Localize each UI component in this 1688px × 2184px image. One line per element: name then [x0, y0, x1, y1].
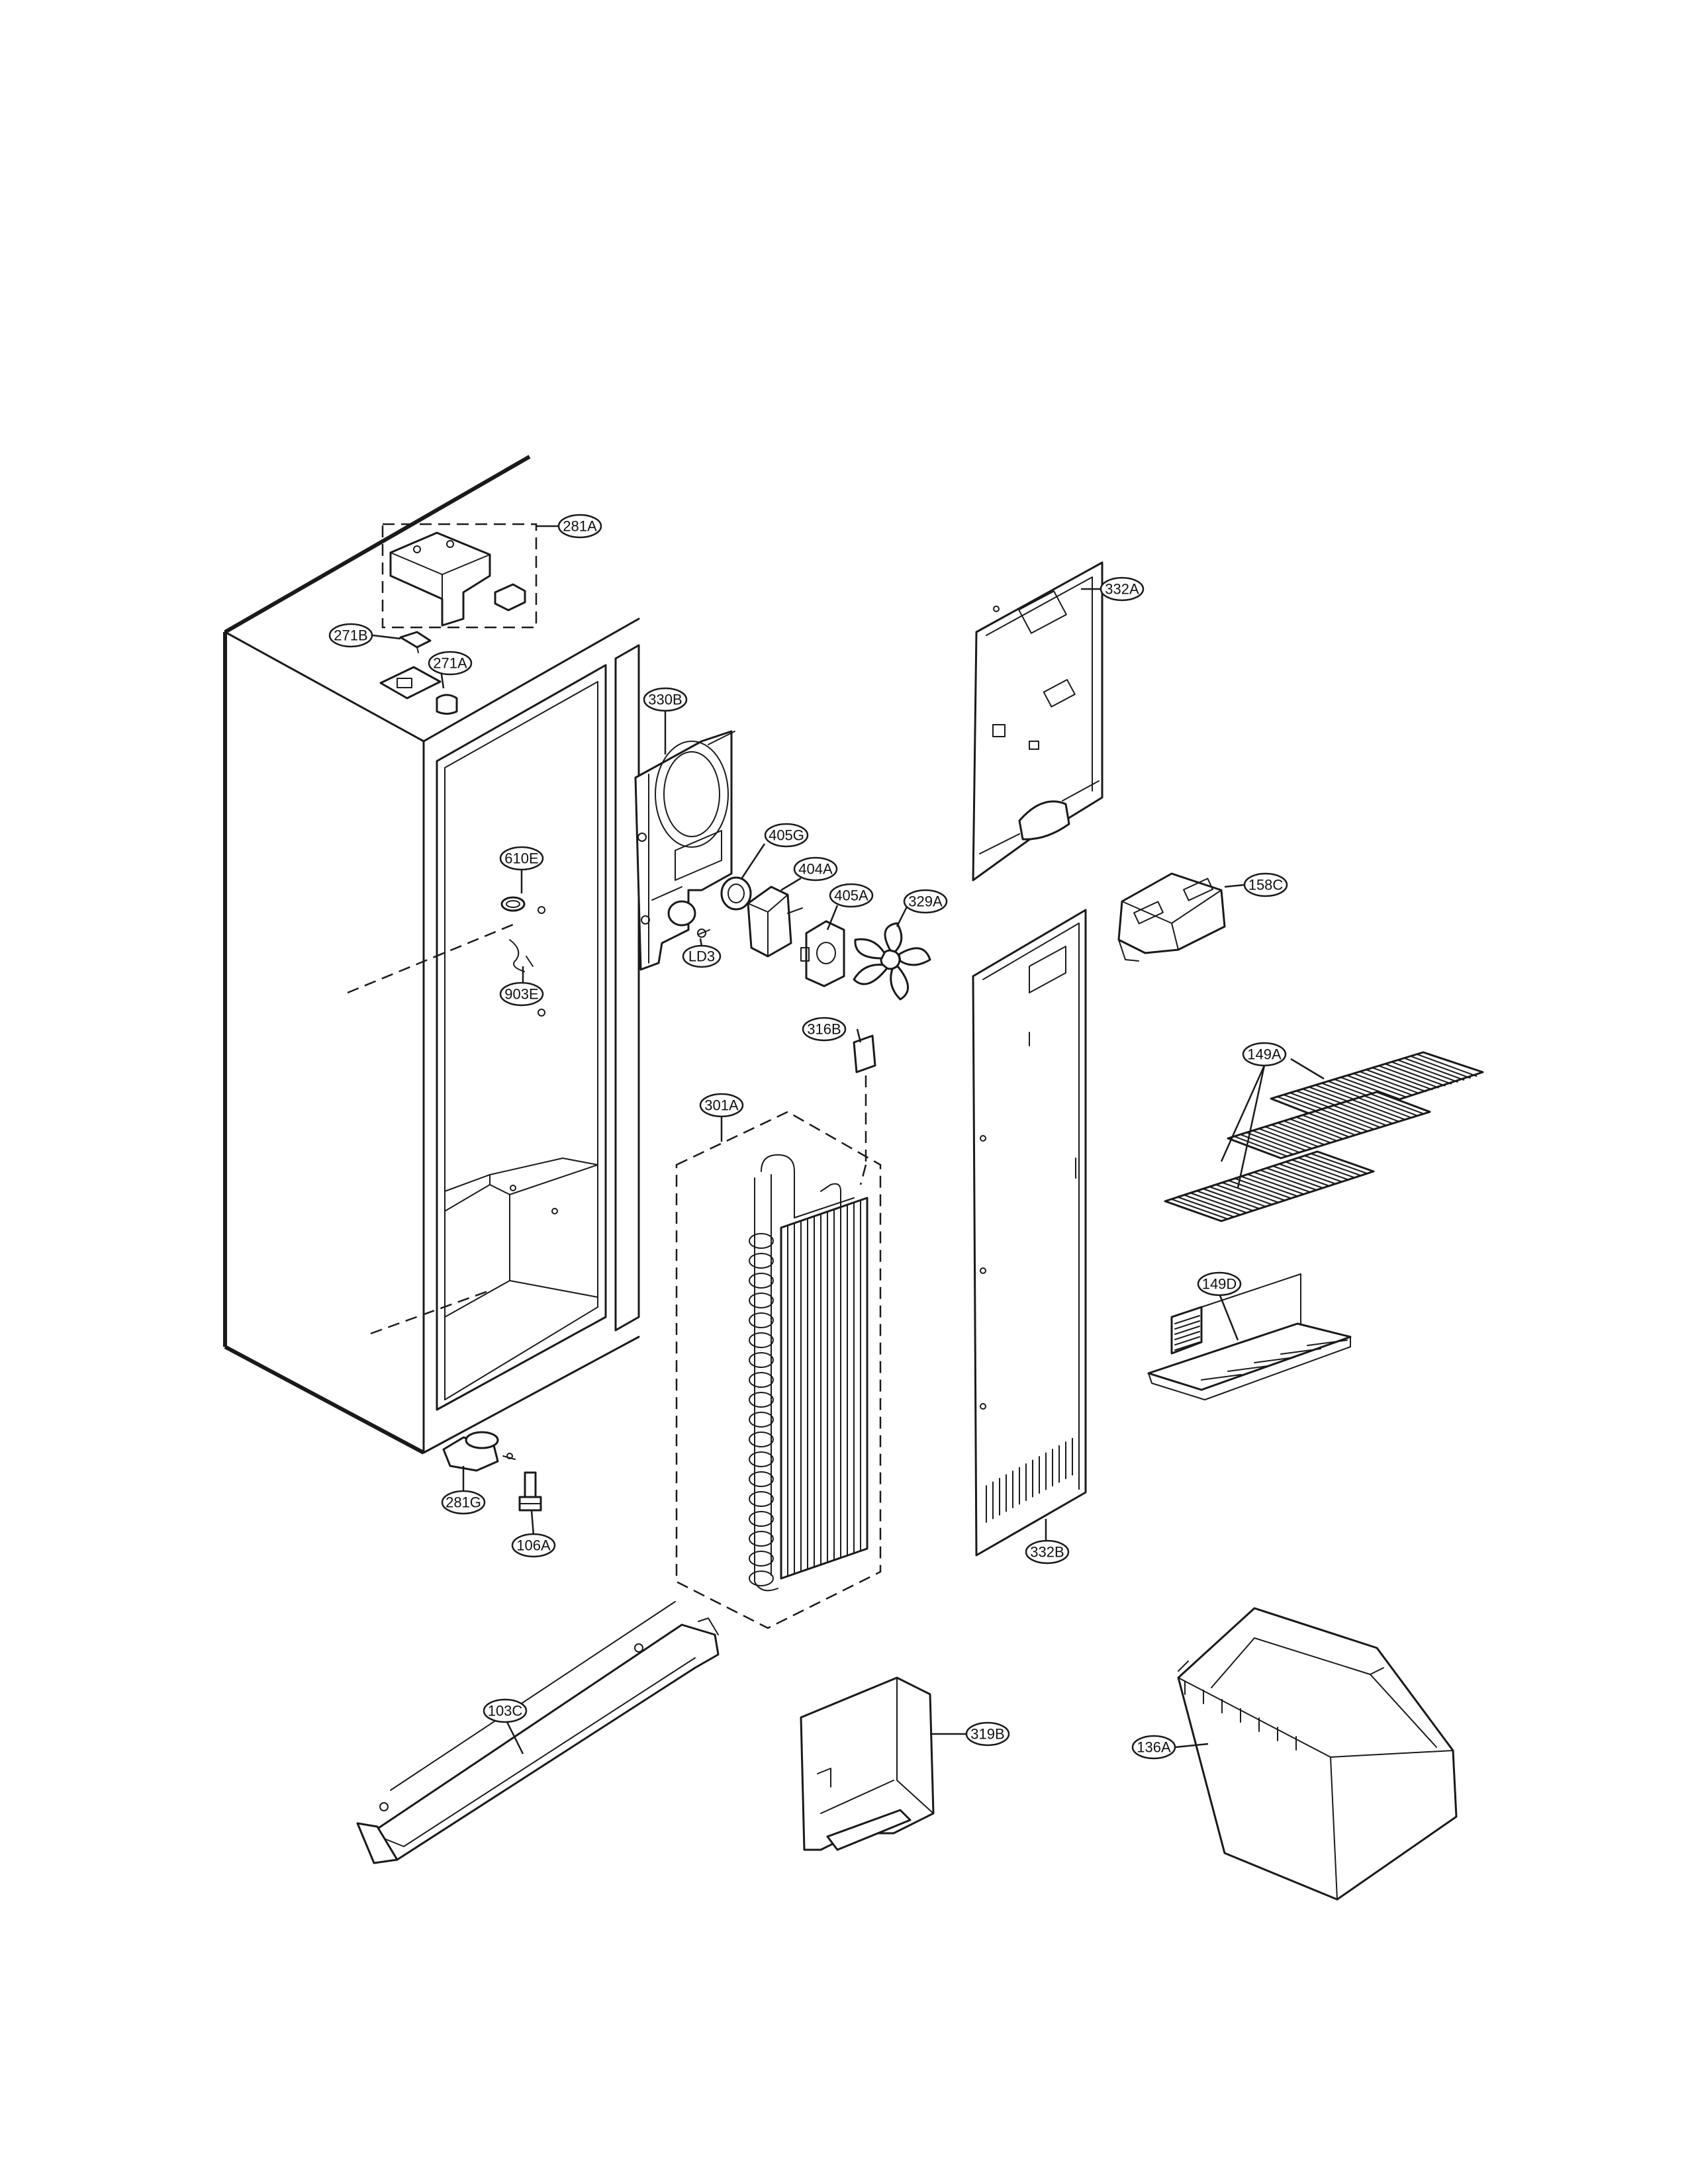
label-330B: 330B: [643, 687, 688, 712]
svg-text:281A: 281A: [563, 518, 597, 535]
svg-text:319B: 319B: [970, 1726, 1004, 1743]
part-405A: [800, 920, 845, 987]
svg-text:271A: 271A: [433, 655, 467, 672]
part-LD3: [697, 929, 710, 938]
callout-labels: 281A 271B 271A 610E 903E 281G 106A 330B …: [328, 514, 1325, 1760]
label-281G: 281G: [441, 1490, 486, 1515]
label-149D: 149D: [1197, 1271, 1242, 1297]
part-149A: [1164, 1051, 1484, 1222]
part-404A: [747, 886, 803, 958]
part-301A: [675, 1111, 882, 1629]
label-271A: 271A: [428, 651, 473, 676]
svg-text:610E: 610E: [504, 850, 538, 867]
freezer-cabinet: [223, 455, 640, 1455]
svg-text:158C: 158C: [1248, 877, 1284, 893]
part-332B: [972, 909, 1087, 1557]
part-332A: [972, 561, 1103, 882]
svg-text:903E: 903E: [504, 986, 538, 1003]
svg-text:LD3: LD3: [688, 948, 715, 965]
label-329A: 329A: [903, 889, 948, 914]
part-610E: [500, 896, 526, 912]
label-319B: 319B: [965, 1721, 1010, 1747]
label-149A: 149A: [1242, 1042, 1287, 1067]
part-103C: [356, 1601, 720, 1864]
label-405A: 405A: [829, 883, 874, 908]
part-149D: [1147, 1273, 1352, 1400]
label-903E: 903E: [499, 981, 544, 1007]
label-136A: 136A: [1131, 1735, 1176, 1760]
part-329A: [853, 922, 931, 1001]
svg-text:405G: 405G: [769, 827, 804, 844]
part-405G: [720, 876, 752, 911]
label-405G: 405G: [764, 823, 809, 848]
label-332B: 332B: [1025, 1539, 1070, 1565]
part-271B: [399, 631, 432, 653]
svg-text:332A: 332A: [1105, 581, 1139, 598]
part-106A: [518, 1471, 542, 1512]
svg-text:405A: 405A: [834, 887, 868, 904]
part-903E: [509, 939, 534, 972]
label-281A: 281A: [557, 514, 602, 539]
part-281G: [442, 1431, 516, 1472]
label-LD3: LD3: [682, 944, 722, 968]
part-158C: [1117, 872, 1226, 962]
part-136A: [1177, 1607, 1458, 1901]
svg-text:332B: 332B: [1030, 1544, 1064, 1561]
label-103C: 103C: [483, 1698, 528, 1723]
label-158C: 158C: [1243, 872, 1288, 897]
svg-text:103C: 103C: [488, 1703, 523, 1719]
part-319B: [800, 1676, 935, 1851]
label-332A: 332A: [1100, 576, 1145, 602]
label-301A: 301A: [699, 1093, 744, 1118]
svg-text:149A: 149A: [1247, 1046, 1282, 1063]
label-106A: 106A: [511, 1533, 556, 1558]
label-404A: 404A: [793, 856, 838, 882]
svg-text:281G: 281G: [445, 1494, 481, 1511]
part-316B: [853, 1034, 876, 1185]
part-271A: [379, 666, 458, 715]
label-271B: 271B: [328, 623, 373, 648]
part-330B: [634, 730, 735, 971]
part-281A: [381, 523, 538, 629]
svg-text:106A: 106A: [516, 1537, 551, 1554]
svg-text:271B: 271B: [334, 627, 367, 644]
label-316B: 316B: [802, 1017, 847, 1042]
svg-text:330B: 330B: [648, 692, 682, 708]
svg-text:149D: 149D: [1202, 1276, 1237, 1293]
svg-text:404A: 404A: [798, 861, 833, 878]
svg-text:316B: 316B: [807, 1021, 841, 1038]
svg-text:136A: 136A: [1137, 1739, 1171, 1756]
label-610E: 610E: [499, 846, 544, 871]
svg-text:301A: 301A: [704, 1097, 739, 1114]
svg-text:329A: 329A: [908, 893, 943, 910]
